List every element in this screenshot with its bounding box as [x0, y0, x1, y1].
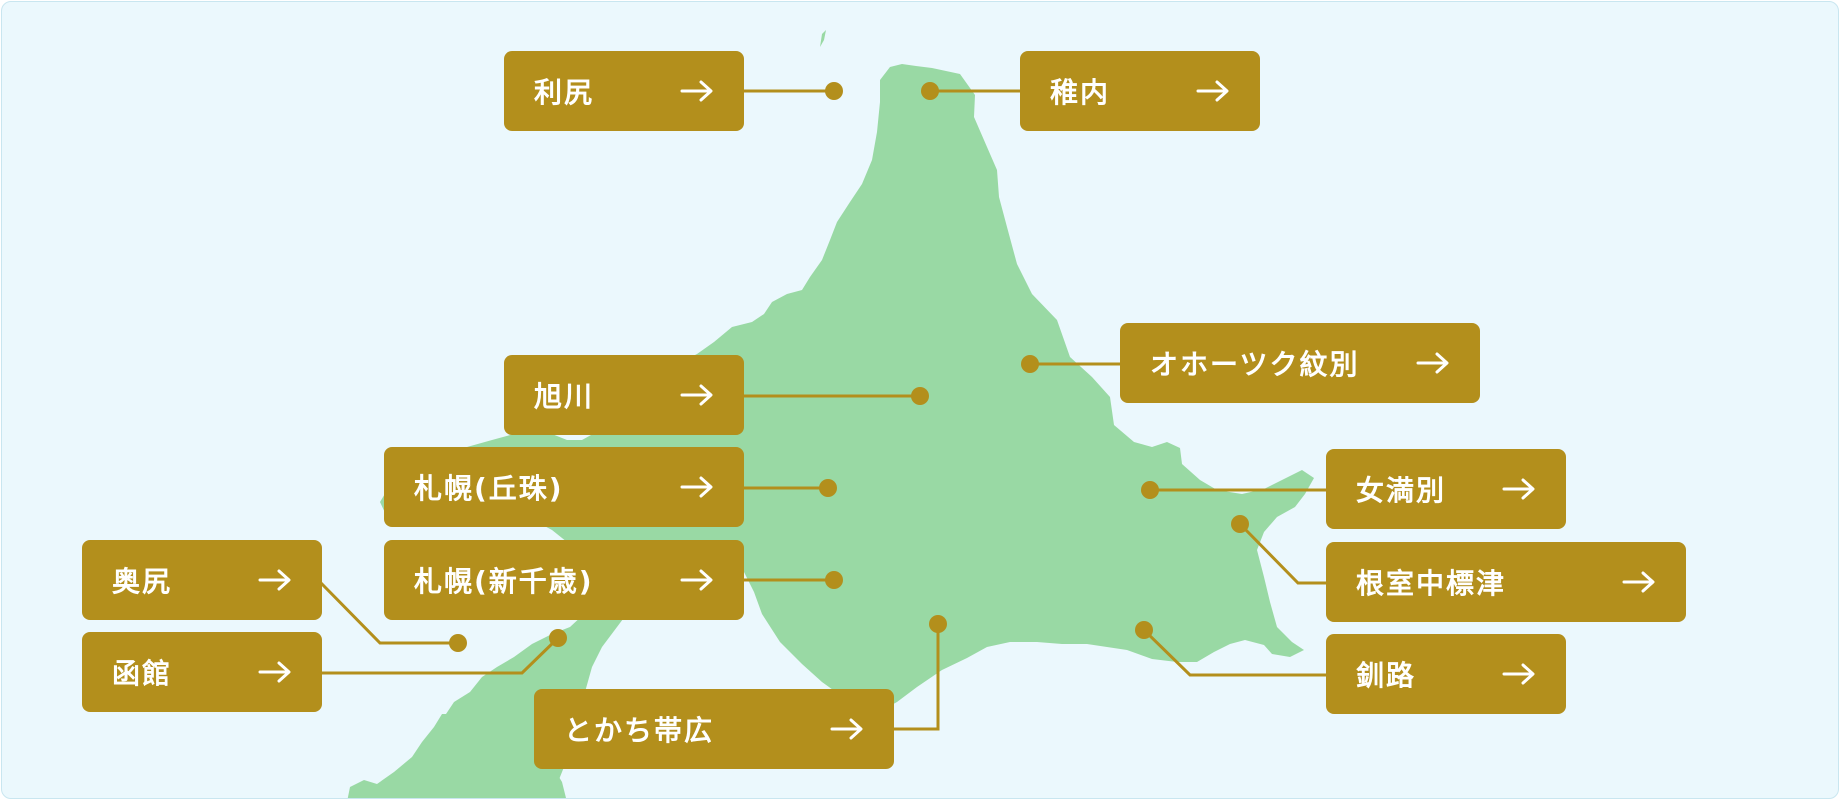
airport-button-asahikawa[interactable]: 旭川 — [504, 355, 744, 435]
airport-label: オホーツク紋別 — [1150, 348, 1360, 381]
airport-button-tokachi-obihiro[interactable]: とかち帯広 — [534, 689, 894, 769]
arrow-right-icon — [1502, 663, 1535, 685]
arrow-right-icon — [1622, 571, 1655, 593]
arrow-right-icon — [1502, 478, 1535, 500]
arrow-right-icon — [680, 569, 713, 591]
airport-dot-sapporo-okadama — [819, 479, 837, 497]
airport-button-rishiri[interactable]: 利尻 — [504, 51, 744, 131]
airport-label: 旭川 — [534, 380, 595, 413]
arrow-right-icon — [1416, 352, 1449, 374]
airport-button-okushiri[interactable]: 奥尻 — [82, 540, 322, 620]
airport-button-okhotsk-monbetsu[interactable]: オホーツク紋別 — [1120, 323, 1480, 403]
airport-button-memanbetsu[interactable]: 女満別 — [1326, 449, 1566, 529]
arrow-right-icon — [258, 569, 291, 591]
airport-button-new-chitose[interactable]: 札幌(新千歳) — [384, 540, 744, 620]
rishiri-island — [820, 30, 826, 47]
airport-label: 女満別 — [1356, 474, 1447, 507]
airport-dot-okushiri — [449, 634, 467, 652]
airport-dot-kushiro — [1135, 621, 1153, 639]
arrow-right-icon — [258, 661, 291, 683]
airport-button-hakodate[interactable]: 函館 — [82, 632, 322, 712]
airport-dot-nakashibetsu — [1231, 515, 1249, 533]
airport-dot-memanbetsu — [1141, 481, 1159, 499]
arrow-right-icon — [830, 718, 863, 740]
airport-button-nakashibetsu[interactable]: 根室中標津 — [1326, 542, 1686, 622]
airport-button-sapporo-okadama[interactable]: 札幌(丘珠) — [384, 447, 744, 527]
airport-label: 函館 — [112, 657, 173, 690]
connector-hakodate — [320, 636, 560, 675]
oshima-peninsula — [347, 714, 482, 798]
airport-label: 稚内 — [1050, 76, 1111, 109]
airport-dot-asahikawa — [911, 387, 929, 405]
arrow-right-icon — [680, 476, 713, 498]
airport-label: 札幌(丘珠) — [414, 472, 564, 505]
connector-kushiro — [1142, 628, 1328, 677]
airport-dot-rishiri — [825, 82, 843, 100]
airport-label: 札幌(新千歳) — [414, 565, 594, 598]
airport-label: 奥尻 — [112, 565, 173, 598]
arrow-right-icon — [1196, 80, 1229, 102]
connector-okushiri — [318, 580, 458, 645]
airport-dot-tokachi-obihiro — [929, 615, 947, 633]
connector-tokachi-obihiro — [892, 624, 940, 731]
airport-label: とかち帯広 — [564, 714, 715, 747]
airport-dots — [449, 82, 1249, 652]
arrow-right-icon — [680, 80, 713, 102]
airport-label: 利尻 — [534, 76, 595, 109]
airport-label: 釧路 — [1356, 659, 1417, 692]
arrow-right-icon — [680, 384, 713, 406]
airport-label: 根室中標津 — [1356, 567, 1507, 600]
airport-button-wakkanai[interactable]: 稚内 — [1020, 51, 1260, 131]
airport-button-kushiro[interactable]: 釧路 — [1326, 634, 1566, 714]
connector-nakashibetsu — [1238, 522, 1328, 585]
connector-lines — [318, 89, 1328, 731]
airport-dot-wakkanai — [921, 82, 939, 100]
airport-dot-okhotsk-monbetsu — [1021, 355, 1039, 373]
airport-dot-hakodate — [549, 629, 567, 647]
airport-dot-new-chitose — [825, 571, 843, 589]
